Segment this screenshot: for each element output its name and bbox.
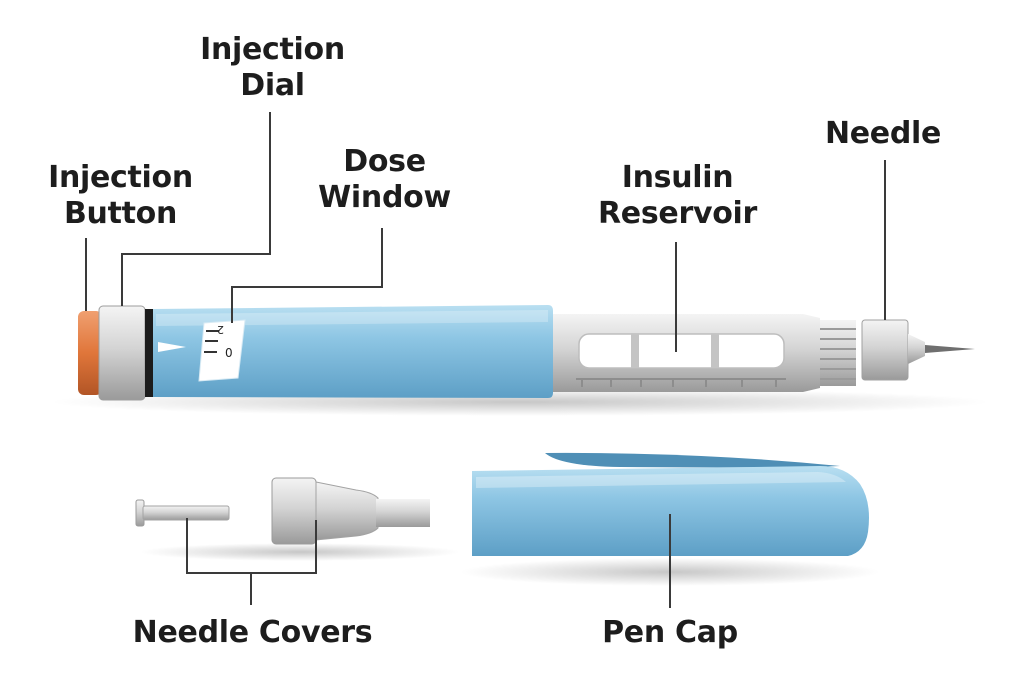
reservoir-divider (631, 334, 639, 368)
insulin-pen: 2 0 (78, 305, 975, 401)
pen-cap (472, 452, 869, 556)
label-injection-dial: Injection Dial (200, 32, 345, 103)
needle-hub-tip (908, 334, 925, 364)
leader-injection-dial (121, 112, 271, 306)
dose-arrow-icon (158, 342, 186, 352)
label-needle-covers: Needle Covers (132, 615, 373, 650)
covers-shadow (140, 543, 460, 561)
needle-hub (861, 319, 909, 381)
outer-needle-cover-cone (315, 481, 379, 541)
label-dose-window: Dose Window (318, 144, 451, 215)
dial-collar (145, 309, 153, 397)
label-needle: Needle (824, 116, 942, 151)
reservoir-taper (803, 314, 820, 392)
label-pen-cap: Pen Cap (602, 615, 738, 650)
needle-covers (135, 477, 430, 545)
thread-grooves (820, 328, 856, 380)
outer-needle-cover-tube (376, 499, 430, 527)
label-injection-button: Injection Button (48, 160, 193, 231)
pen-body-highlight (156, 310, 548, 326)
dose-digit-two: 2 (217, 323, 224, 336)
leader-lines (85, 112, 886, 608)
reservoir-window (578, 333, 785, 369)
needle (925, 345, 975, 353)
injection-button (78, 311, 102, 395)
pen-body (153, 305, 553, 398)
pen-cap-clip (545, 452, 840, 468)
leader-needle-covers (186, 518, 317, 605)
inner-needle-cover (142, 505, 230, 521)
needle-thread (820, 320, 856, 386)
reservoir-divider (711, 334, 719, 368)
outer-needle-cover-base (271, 477, 317, 545)
dose-digit-zero: 0 (225, 346, 233, 360)
label-insulin-reservoir: Insulin Reservoir (598, 160, 757, 231)
pen-cap-highlight (476, 472, 846, 488)
injection-dial (98, 305, 146, 401)
leader-dose-window (231, 228, 383, 323)
reservoir-scale-ticks (581, 379, 777, 387)
pen-cap-body (472, 466, 869, 556)
